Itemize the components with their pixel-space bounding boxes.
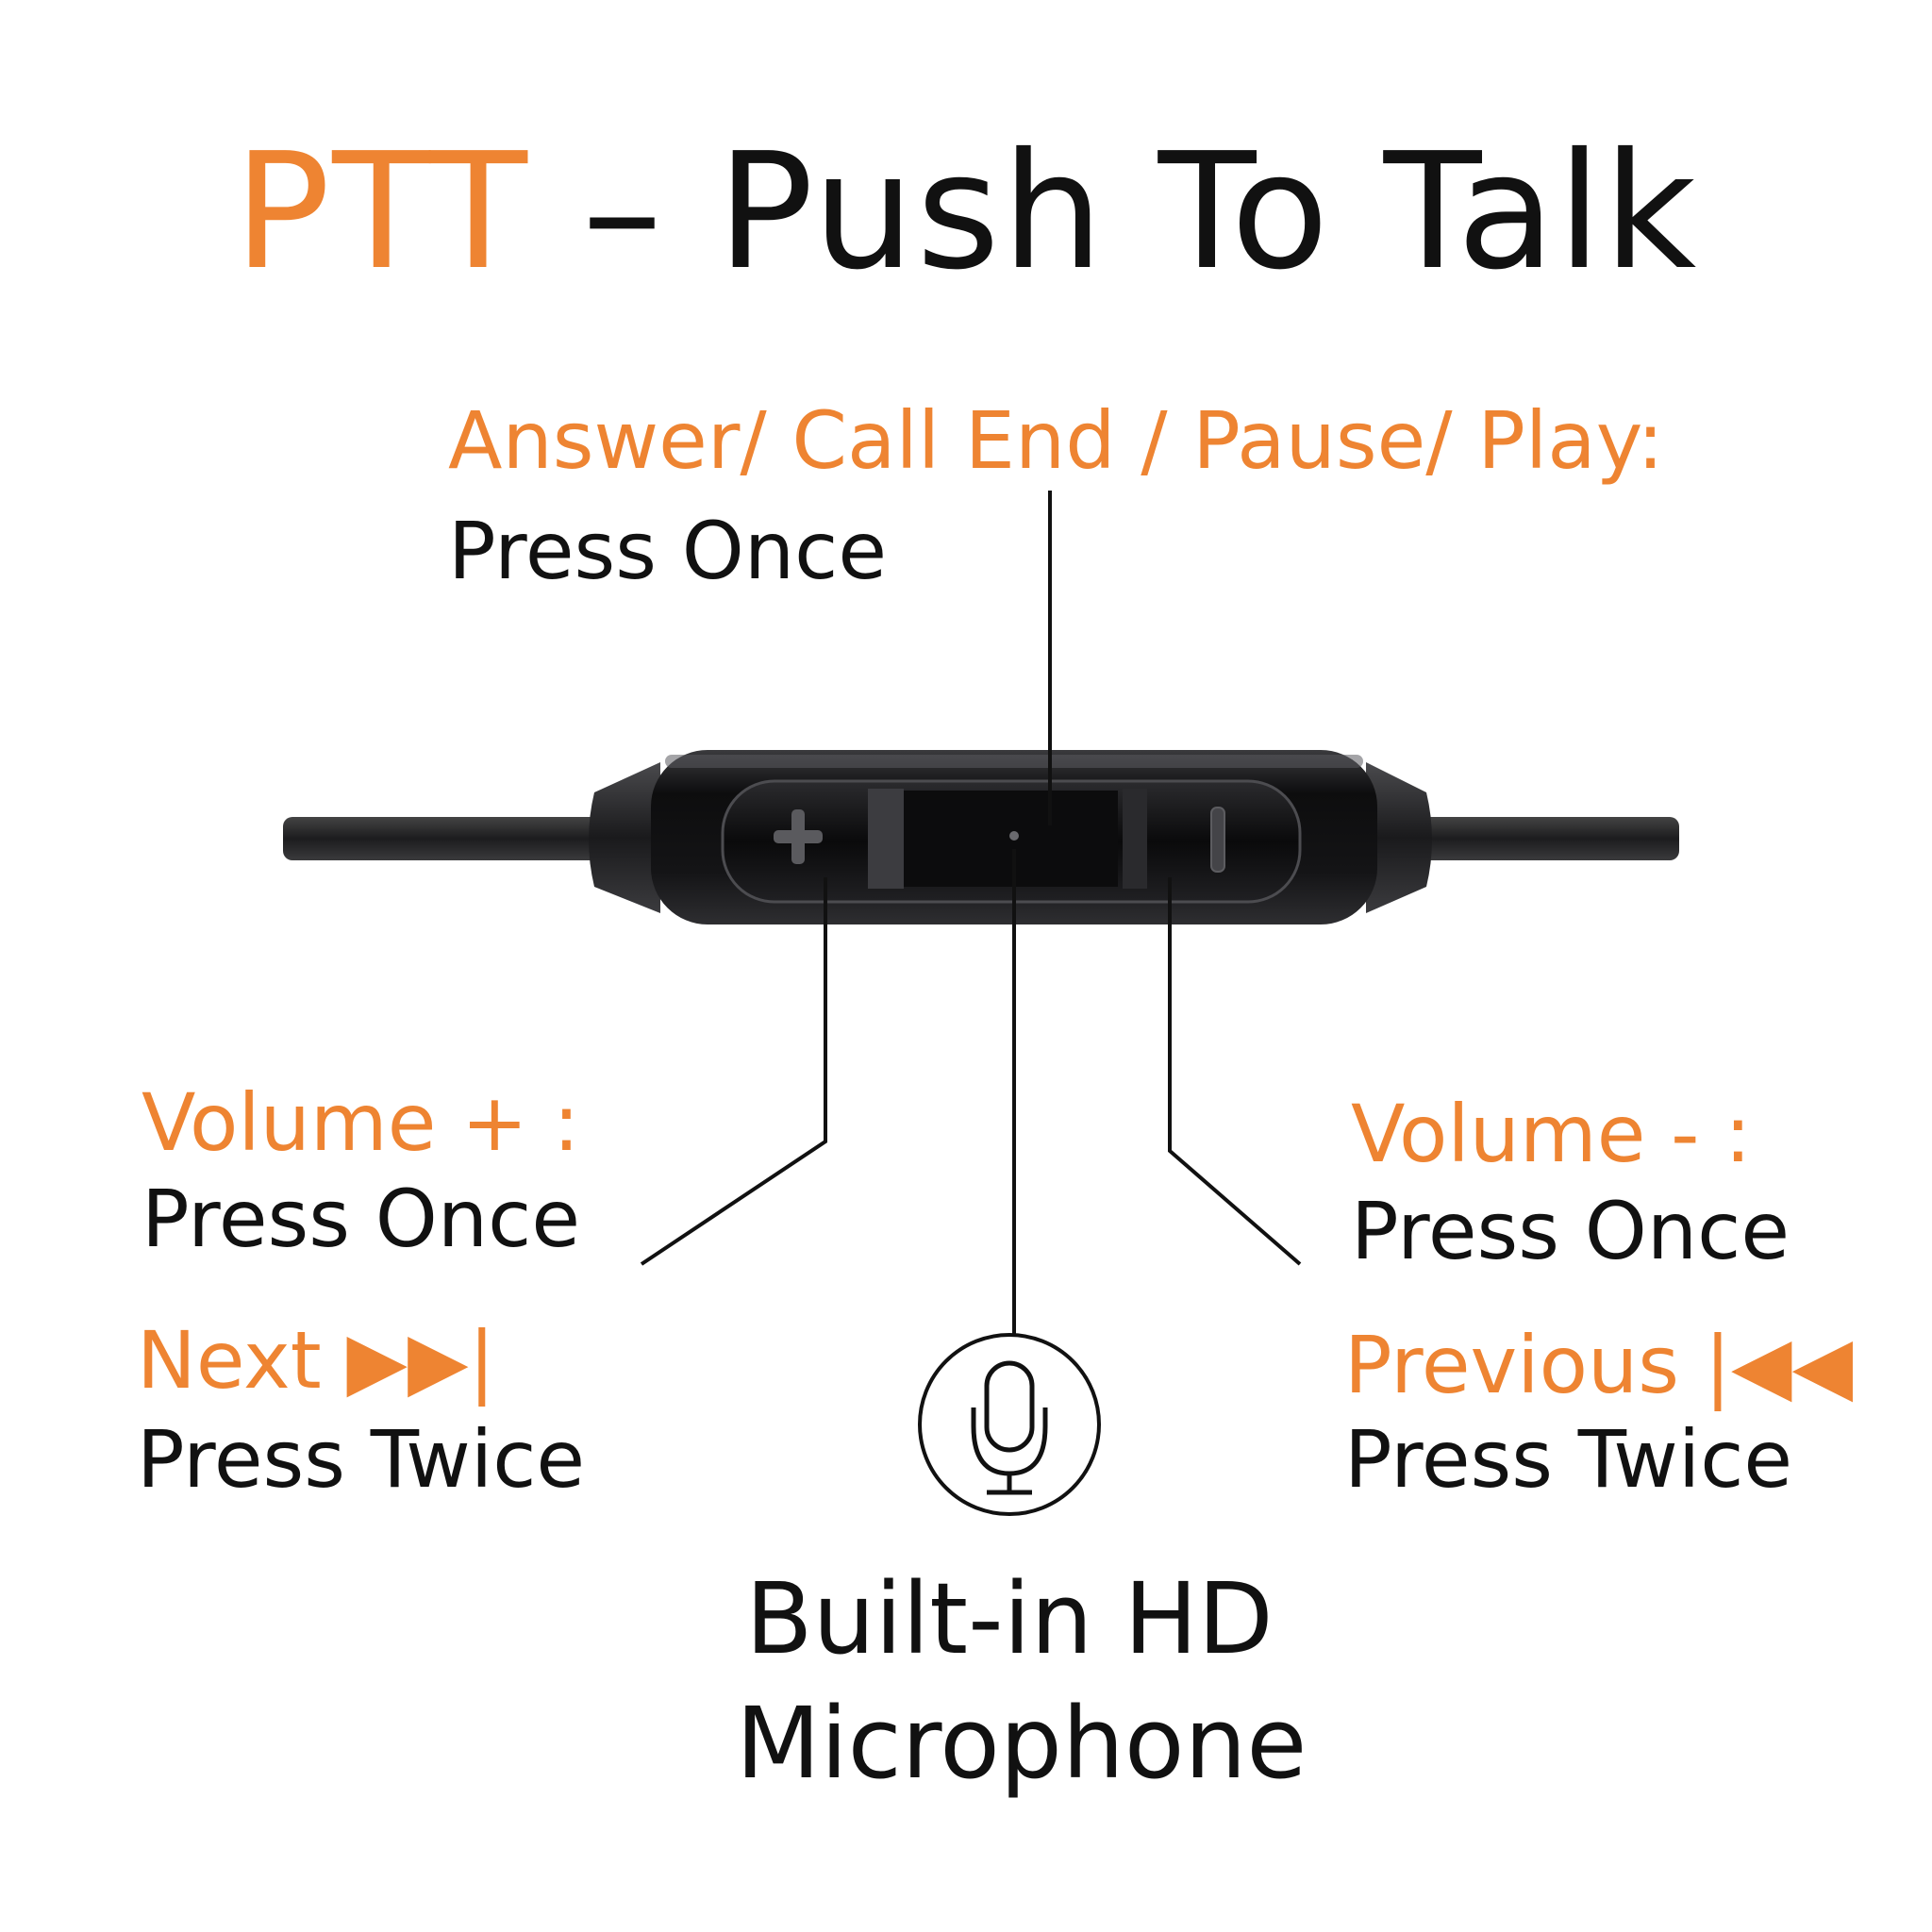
button-divider-right	[1123, 789, 1147, 889]
volume-down-gesture-label: Press Once	[1351, 1185, 1790, 1277]
microphone-caption-line1: Built-in HD	[745, 1561, 1274, 1676]
next-action-label: Next ▶▶|	[137, 1314, 495, 1407]
page-title: PTT – Push To Talk	[0, 132, 1932, 292]
microphone-caption: Built-in HD Microphone	[736, 1557, 1307, 1806]
volume-up-action-label: Volume + :	[142, 1076, 580, 1169]
volume-down-action-label: Volume - :	[1351, 1088, 1752, 1180]
leader-volume-down	[1168, 877, 1302, 1266]
remote-cap-right	[1366, 762, 1432, 913]
mic-hole	[1009, 831, 1019, 841]
previous-gesture-label: Press Twice	[1344, 1413, 1793, 1506]
remote-cap-left	[589, 762, 660, 913]
center-action-label: Answer/ Call End / Pause/ Play:	[448, 394, 1664, 487]
volume-up-gesture-label: Press Once	[142, 1173, 580, 1265]
cable-left	[283, 817, 608, 860]
center-button[interactable]	[901, 791, 1118, 887]
button-divider-left	[868, 789, 904, 889]
cable-right	[1368, 817, 1679, 860]
remote-highlight	[665, 755, 1363, 768]
center-gesture-label: Press Once	[448, 505, 887, 597]
microphone-icon	[918, 1333, 1101, 1516]
next-gesture-label: Press Twice	[137, 1413, 586, 1506]
title-highlight: PTT	[233, 119, 529, 306]
plus-icon[interactable]	[774, 809, 823, 864]
title-rest: – Push To Talk	[528, 119, 1699, 306]
microphone-caption-line2: Microphone	[736, 1686, 1307, 1801]
previous-action-label: Previous |◀◀	[1344, 1319, 1854, 1411]
minus-icon[interactable]	[1210, 807, 1225, 873]
leader-volume-up	[640, 877, 827, 1266]
leader-lines	[640, 491, 1302, 1335]
